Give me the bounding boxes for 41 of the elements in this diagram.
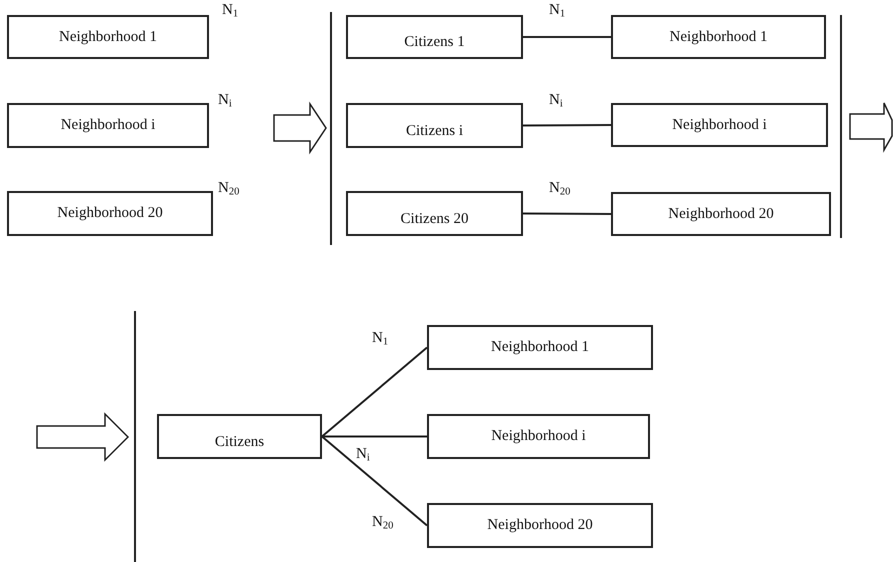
process-box <box>7 103 209 148</box>
box-label: Neighborhood i <box>672 116 767 134</box>
box-label: Neighborhood i <box>491 428 586 445</box>
edge-label: N$_{i}$ <box>549 92 563 109</box>
process-box <box>7 191 213 236</box>
box-label: Neighborhood 20 <box>668 206 774 222</box>
box-label: Neighborhood 1 <box>670 28 768 46</box>
node-label: N$_{1}$ <box>222 2 238 19</box>
connector-line <box>321 436 428 526</box>
connector-line <box>523 124 611 126</box>
box-label: Neighborhood 1 <box>59 28 157 46</box>
edge-label: N$_{1}$ <box>372 330 388 347</box>
process-box <box>427 414 650 459</box>
process-box <box>346 191 523 236</box>
box-label: Neighborhood 20 <box>487 517 593 534</box>
connector-line <box>523 212 611 215</box>
process-box <box>346 15 523 59</box>
node-label: N$_{i}$ <box>218 92 232 109</box>
process-box <box>7 15 209 59</box>
process-box <box>611 15 826 59</box>
connector-line <box>322 436 427 438</box>
edge-label: N$_{20}$ <box>549 180 570 197</box>
box-label: Citizens 20 <box>400 211 468 228</box>
box-label: Neighborhood 20 <box>57 205 163 222</box>
box-label: Citizens i <box>406 123 464 140</box>
process-box <box>611 192 831 236</box>
process-box <box>157 414 322 459</box>
edge-label: N$_{20}$ <box>372 514 394 531</box>
node-label: N$_{20}$ <box>218 180 240 197</box>
edge-label: N$_{i}$ <box>356 446 370 463</box>
connector-line <box>523 36 611 38</box>
process-box <box>346 103 523 148</box>
process-box <box>611 103 828 147</box>
edge-label: N$_{1}$ <box>549 2 566 19</box>
box-label: Neighborhood 1 <box>491 339 589 356</box>
process-box <box>427 325 653 370</box>
box-label: Neighborhood i <box>60 117 156 134</box>
box-label: Citizens <box>214 434 264 451</box>
box-label: Citizens 1 <box>404 34 465 51</box>
process-box <box>427 503 653 548</box>
connector-line <box>321 346 428 438</box>
